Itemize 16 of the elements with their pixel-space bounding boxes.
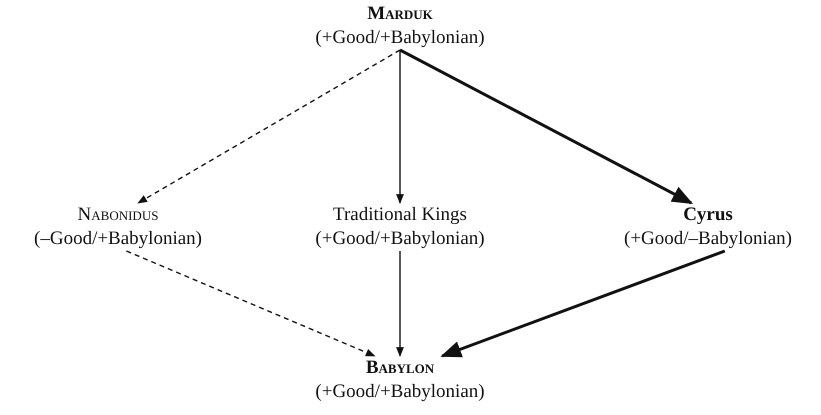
arrow [399, 48, 694, 204]
arrow [126, 250, 376, 357]
arrow [396, 50, 404, 204]
node-heading: Nabonidus [78, 203, 158, 227]
node-text: (+Good/–Babylonian) [624, 227, 792, 251]
node-text: (–Good/+Babylonian) [34, 227, 202, 251]
node-heading: Cyrus [683, 203, 733, 227]
arrow [137, 49, 400, 204]
node-heading: Traditional Kings [333, 203, 467, 227]
node-text: (+Good/+Babylonian) [315, 26, 485, 50]
arrow [440, 250, 726, 358]
node-text: (+Good/+Babylonian) [315, 227, 485, 251]
node-heading: Marduk [367, 2, 433, 26]
arrow [396, 251, 404, 357]
node-text: (+Good/+Babylonian) [315, 380, 485, 404]
node-heading: Babylon [366, 356, 434, 380]
